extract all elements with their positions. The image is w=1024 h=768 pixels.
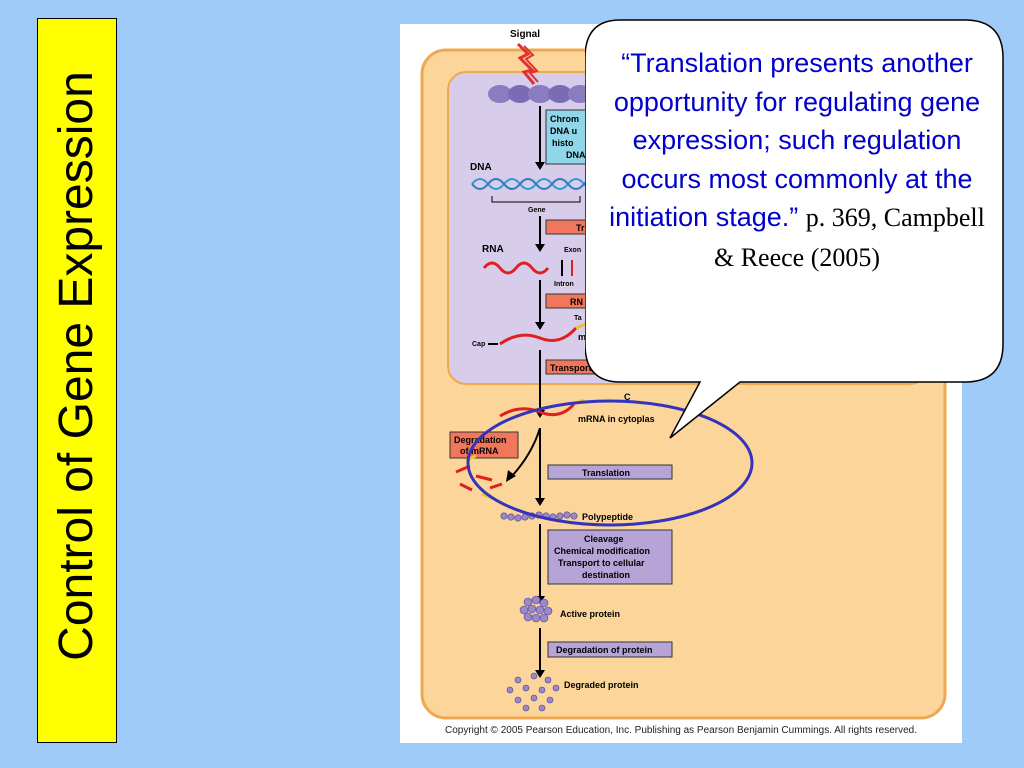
active-protein-label: Active protein (560, 609, 620, 619)
modification-label-2: Chemical modification (554, 546, 650, 556)
degradation-protein-label: Degradation of protein (556, 645, 653, 655)
exon-label: Exon (564, 247, 581, 254)
gene-label: Gene (528, 207, 546, 214)
arrowhead-rna-processing (535, 322, 545, 330)
arrowhead-degradation-mrna (506, 470, 516, 482)
copyright-notice: Copyright © 2005 Pearson Education, Inc.… (444, 725, 918, 736)
translation-box (547, 464, 673, 480)
mrna-cytoplasm (499, 402, 576, 418)
dna-label: DNA (470, 162, 492, 173)
mrna-label: m (578, 332, 586, 342)
chromatin-label-1: Chrom (550, 114, 579, 124)
modification-box (547, 529, 673, 585)
arrowhead-degradation-protein (535, 670, 545, 678)
callout-bubble-shape (585, 19, 1004, 439)
chromatin-label-4: DNA (566, 150, 586, 160)
quote-citation: p. 369, Campbell & Reece (2005) (713, 203, 985, 272)
arrowhead-chromatin (535, 162, 545, 170)
transcription-label: Tr (576, 223, 585, 233)
modification-label-1: Cleavage (584, 534, 624, 544)
arrowhead-translation (535, 498, 545, 506)
degradation-protein-box (547, 641, 673, 658)
mrna-nucleus (499, 326, 578, 346)
active-protein-icon (519, 595, 553, 623)
modification-label-4: destination (582, 570, 630, 580)
rna-strand (482, 261, 550, 275)
signal-bolt-icon (516, 42, 536, 85)
polypeptide-label: Polypeptide (582, 512, 633, 522)
gene-bracket (491, 196, 581, 203)
signal-label: Signal (510, 29, 540, 40)
rna-processing-label: RN (570, 297, 583, 307)
degradation-mrna-label-2: of mRNA (460, 446, 499, 456)
transport-label: Transport (550, 363, 592, 373)
arrowhead-transcription (535, 244, 545, 252)
translation-highlight-ellipse (466, 399, 754, 527)
modification-label-3: Transport to cellular (558, 558, 645, 568)
quote-callout (585, 18, 1005, 443)
arrow-degradation-mrna (511, 427, 541, 477)
title-box (37, 18, 117, 743)
rna-label: RNA (482, 244, 504, 255)
signal-bolt-icon-2 (523, 45, 539, 83)
polypeptide-icon (500, 511, 578, 522)
degraded-protein-label: Degraded protein (564, 680, 639, 690)
chromatin-label-2: DNA u (550, 126, 577, 136)
quote-body: “Translation presents another opportunit… (609, 48, 981, 232)
chromatin-label-3: histo (552, 138, 574, 148)
tail-label: Ta (574, 315, 582, 322)
degradation-mrna-label-1: Degradation (454, 435, 507, 445)
intron-label: Intron (554, 281, 574, 288)
cap-label: Cap (472, 341, 485, 348)
translation-label: Translation (582, 468, 630, 478)
quote-text-block: “Translation presents another opportunit… (602, 44, 992, 277)
degraded-protein-icon (506, 672, 560, 712)
mrna-cytoplasm-label: mRNA in cytoplas (578, 414, 655, 424)
cytoplasm-label: C (624, 392, 631, 402)
